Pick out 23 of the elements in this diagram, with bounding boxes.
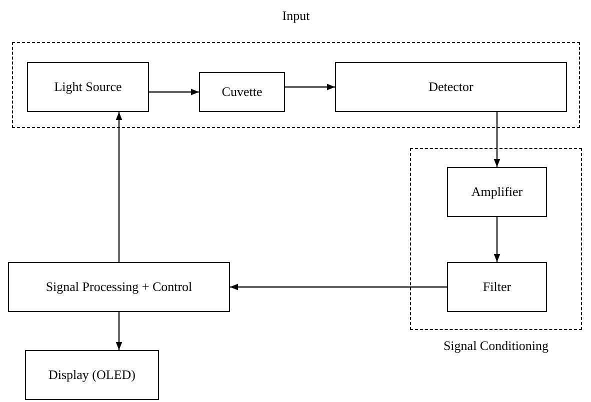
box-label: Cuvette [222, 84, 262, 100]
box-label: Filter [482, 279, 512, 295]
box-label: Detector [428, 79, 474, 95]
group-title: Input [282, 8, 310, 24]
box-label: Light Source [54, 79, 122, 95]
arrow [149, 88, 199, 96]
process-box [447, 262, 547, 312]
arrow [116, 312, 122, 350]
process-box [335, 62, 567, 112]
arrow [230, 284, 447, 290]
box-label: Display (OLED) [48, 367, 136, 383]
arrow [285, 84, 335, 90]
arrow [494, 217, 500, 262]
process-box [199, 72, 285, 112]
arrow [116, 112, 122, 262]
process-box [8, 262, 230, 312]
group-title: Signal Conditioning [443, 338, 549, 354]
process-box [27, 62, 149, 112]
arrow [494, 112, 500, 167]
process-box [447, 167, 547, 217]
box-label: Signal Processing + Control [46, 279, 192, 295]
box-label: Amplifier [471, 184, 523, 200]
process-box [25, 350, 159, 400]
